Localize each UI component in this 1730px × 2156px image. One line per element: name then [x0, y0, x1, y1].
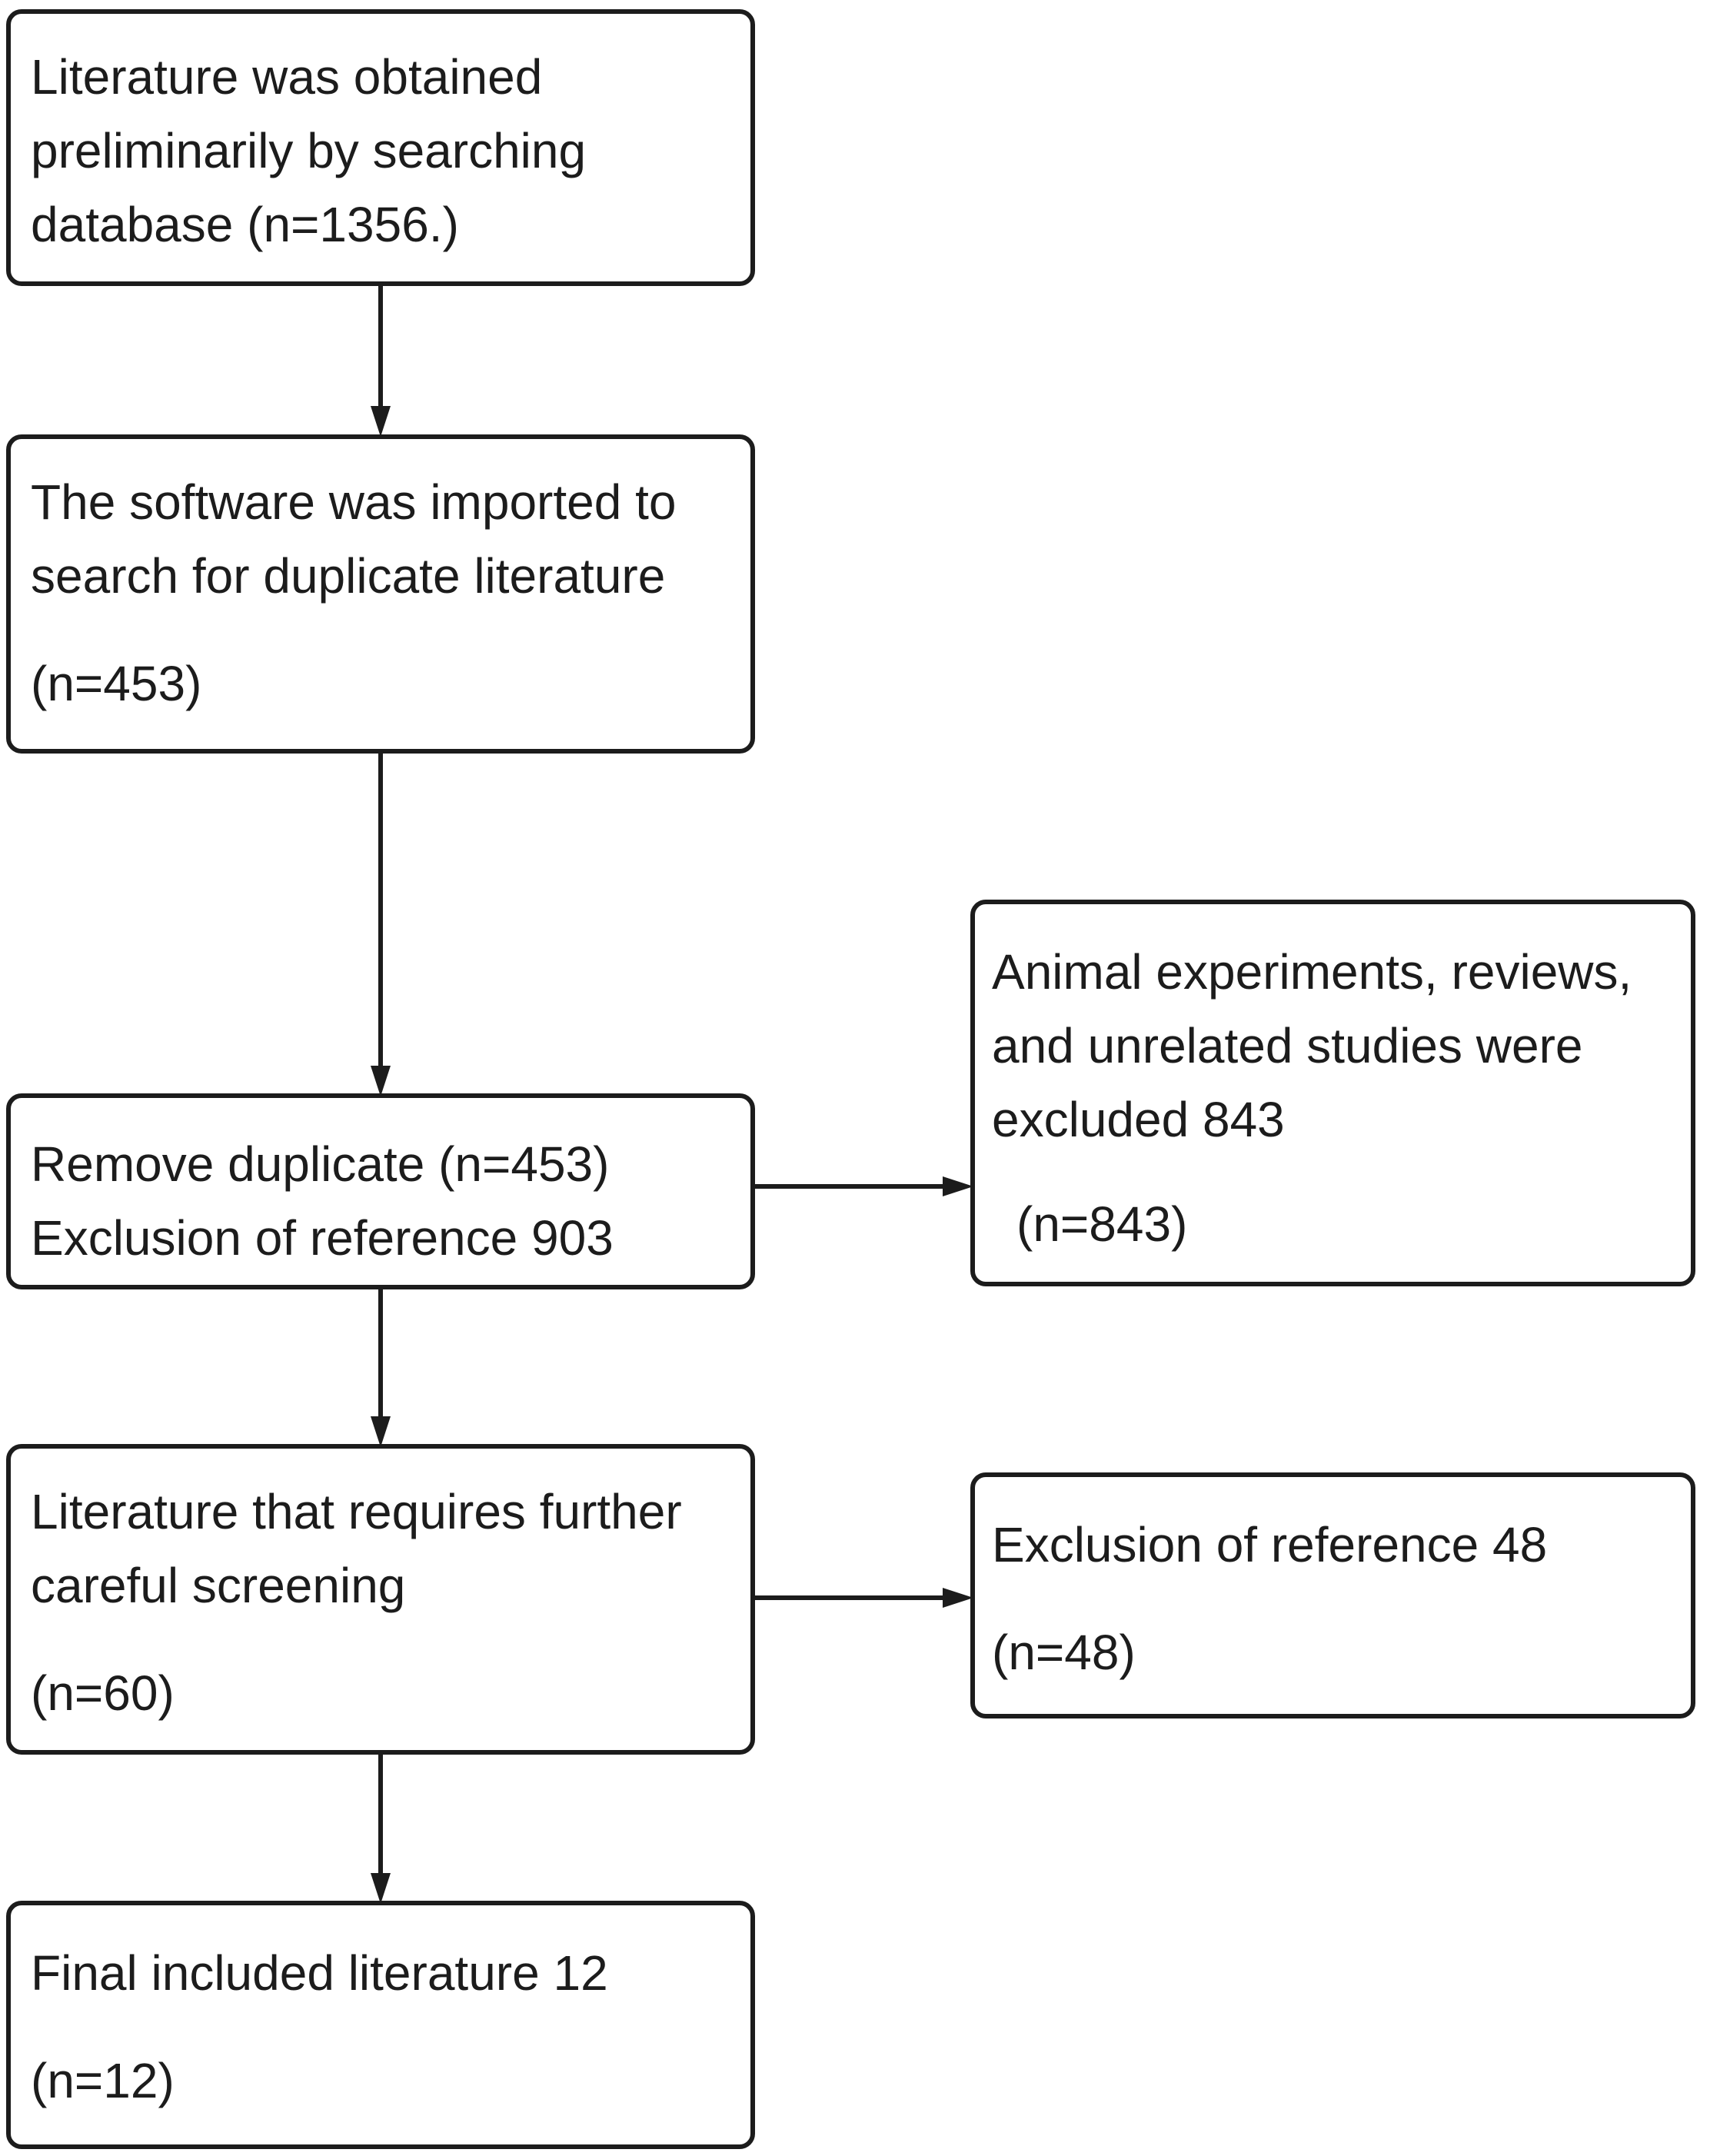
node-text-line: excluded 843	[992, 1092, 1285, 1147]
node-text-line: careful screening	[31, 1558, 406, 1613]
arrow-shaft	[378, 1753, 383, 1873]
node-text-line: Animal experiments, reviews,	[992, 944, 1632, 1000]
arrow-dedupe-to-screening	[368, 1288, 393, 1447]
node-count-line: (n=453)	[31, 656, 202, 711]
node-count-line: (n=60)	[31, 1665, 175, 1721]
node-excluded-animal: Animal experiments, reviews, and unrelat…	[970, 900, 1695, 1286]
node-text-line: database (n=1356.)	[31, 197, 459, 252]
node-initial-search: Literature was obtained preliminarily by…	[6, 9, 755, 286]
node-text-line: The software was imported to	[31, 474, 677, 530]
node-text-line: search for duplicate literature	[31, 548, 666, 604]
node-excluded-reference: Exclusion of reference 48 (n=48)	[970, 1472, 1695, 1718]
node-text-line: Exclusion of reference 48	[992, 1517, 1548, 1572]
node-text-line: and unrelated studies were	[992, 1018, 1583, 1073]
arrow-down-head-icon	[371, 406, 391, 437]
arrow-shaft	[378, 752, 383, 1066]
node-careful-screening: Literature that requires further careful…	[6, 1444, 755, 1755]
node-count-line: (n=843)	[1016, 1196, 1188, 1252]
arrow-initial-to-import	[368, 286, 393, 437]
node-text-line: Remove duplicate (n=453)	[31, 1136, 610, 1192]
node-text-line: Literature was obtained	[31, 49, 543, 105]
node-count-line: (n=12)	[31, 2053, 175, 2108]
arrow-shaft	[378, 286, 383, 406]
node-text-line: Literature that requires further	[31, 1484, 682, 1539]
node-text-line: Exclusion of reference 903	[31, 1210, 614, 1266]
arrow-shaft	[754, 1184, 943, 1189]
arrow-shaft	[754, 1595, 943, 1600]
node-text-line: preliminarily by searching	[31, 123, 587, 178]
arrow-screening-to-excluded48	[754, 1585, 973, 1610]
arrow-down-head-icon	[371, 1416, 391, 1447]
node-count-line: (n=48)	[992, 1625, 1136, 1680]
node-text-line: Final included literature 12	[31, 1945, 608, 2001]
node-final-included: Final included literature 12 (n=12)	[6, 1901, 755, 2149]
arrow-screening-to-final	[368, 1753, 393, 1904]
arrow-right-head-icon	[943, 1588, 973, 1608]
arrow-dedupe-to-excluded843	[754, 1174, 973, 1199]
arrow-shaft	[378, 1288, 383, 1416]
node-software-import: The software was imported to search for …	[6, 434, 755, 754]
arrow-down-head-icon	[371, 1873, 391, 1904]
node-remove-duplicate: Remove duplicate (n=453) Exclusion of re…	[6, 1093, 755, 1289]
arrow-import-to-dedupe	[368, 752, 393, 1096]
arrow-right-head-icon	[943, 1176, 973, 1196]
arrow-down-head-icon	[371, 1066, 391, 1096]
